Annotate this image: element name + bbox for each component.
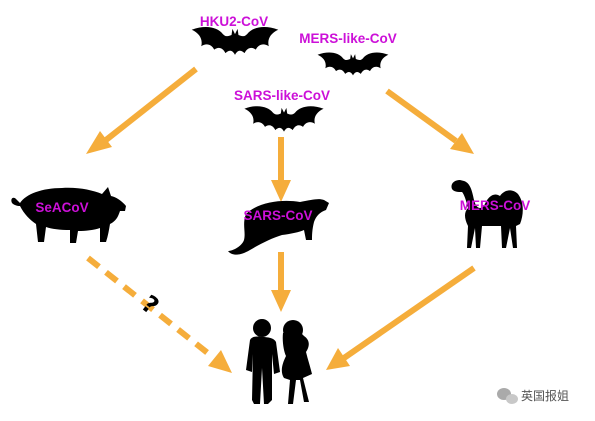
- arrow-bat-to-camel: [385, 88, 474, 154]
- virus-labels: HKU2-CoV MERS-like-CoV SARS-like-CoV SeA…: [35, 14, 530, 223]
- arrow-bat-to-civet: [271, 137, 291, 202]
- watermark-text: 英国报姐: [521, 388, 569, 403]
- arrow-camel-to-humans: [326, 265, 476, 370]
- bat-icon-sars-like: [244, 106, 324, 132]
- pig-icon: [11, 187, 127, 243]
- label-sars-cov: SARS-CoV: [243, 208, 312, 223]
- bat-icon-hku2: [191, 27, 279, 55]
- camel-icon: [451, 180, 523, 248]
- label-sars-like-cov: SARS-like-CoV: [234, 88, 330, 103]
- wechat-icon: [497, 388, 518, 404]
- man-silhouette: [246, 319, 280, 404]
- human-couple-icon: [246, 319, 312, 404]
- label-mers-like-cov: MERS-like-CoV: [299, 31, 397, 46]
- transmission-arrows: [86, 66, 476, 373]
- arrow-bat-to-pig: [86, 66, 198, 154]
- woman-silhouette: [281, 320, 312, 404]
- label-hku2-cov: HKU2-CoV: [200, 14, 268, 29]
- arrow-civet-to-humans: [271, 252, 291, 312]
- label-seacov: SeACoV: [35, 200, 88, 215]
- civet-icon: [228, 199, 329, 255]
- label-mers-cov: MERS-CoV: [460, 198, 531, 213]
- arrow-pig-to-humans-dashed: [86, 255, 232, 373]
- bat-icon-mers-like: [317, 52, 389, 76]
- watermark: 英国报姐: [497, 388, 569, 404]
